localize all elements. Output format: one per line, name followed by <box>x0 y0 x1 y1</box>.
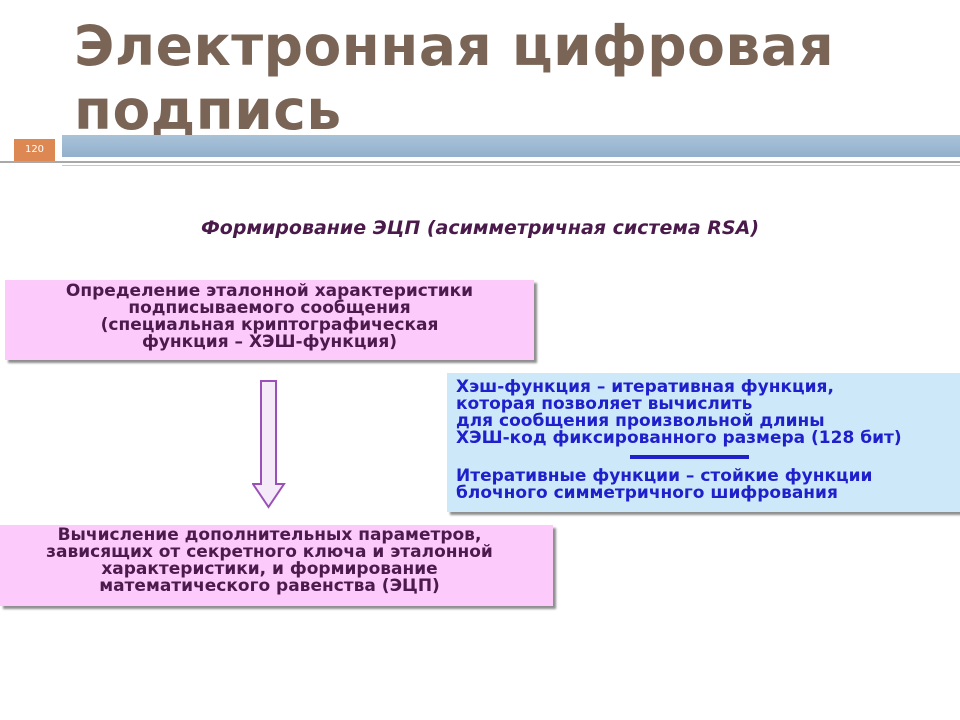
signature-step-line: зависящих от секретного ключа и эталонно… <box>46 542 493 562</box>
slide-title-line2: подпись <box>74 78 342 142</box>
hash-step-line: (специальная криптографическая <box>100 315 439 335</box>
header-bar <box>62 135 960 157</box>
diagram-subtitle: Формирование ЭЦП (асимметричная система … <box>200 217 760 239</box>
header-rule-thin <box>62 165 960 166</box>
slide-number: 120 <box>14 139 55 161</box>
hash-info-box: Хэш-функция – итеративная функция, котор… <box>447 373 960 512</box>
hash-step-line: Определение эталонной характеристики <box>65 281 474 301</box>
hash-step-line: подписываемого сообщения <box>128 298 411 318</box>
hash-step-box: Определение эталонной характеристики под… <box>5 280 534 360</box>
signature-step-line: Вычисление дополнительных параметров, <box>57 525 482 545</box>
info-divider <box>630 455 749 459</box>
hash-info-line: для сообщения произвольной длины <box>456 411 825 431</box>
slide-title: Электронная цифровая подпись <box>74 14 834 142</box>
signature-step-line: математического равенства (ЭЦП) <box>99 576 440 596</box>
hash-info-line: ХЭШ-код фиксированного размера (128 бит) <box>456 428 902 448</box>
hash-info-line: Итеративные функции – стойкие функции <box>456 466 873 486</box>
slide-title-line1: Электронная цифровая <box>74 14 835 78</box>
hash-info-line: которая позволяет вычислить <box>456 394 753 414</box>
signature-step-line: характеристики, и формирование <box>101 559 438 579</box>
header-rule <box>0 161 960 163</box>
hash-info-line: блочного симметричного шифрования <box>456 483 838 503</box>
hash-info-line: Хэш-функция – итеративная функция, <box>456 377 834 397</box>
hash-step-line: функция – ХЭШ-функция) <box>141 332 398 352</box>
signature-step-box: Вычисление дополнительных параметров, за… <box>0 525 553 606</box>
down-arrow-icon <box>252 380 286 509</box>
